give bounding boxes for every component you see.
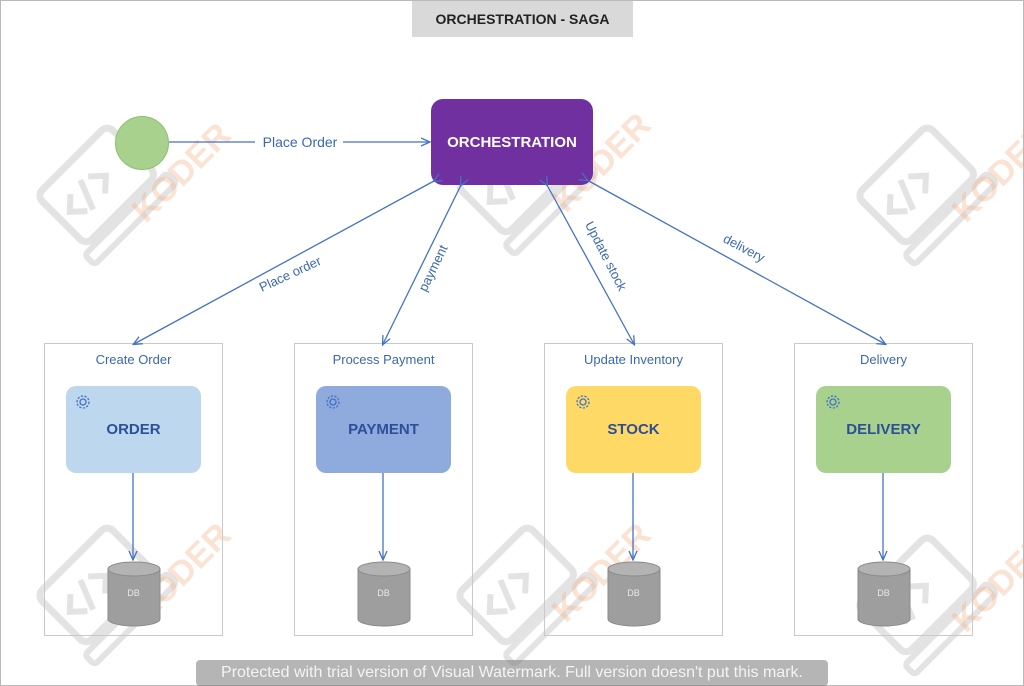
db-label: DB — [627, 588, 640, 598]
db-label: DB — [377, 588, 390, 598]
lane-caption: Delivery — [860, 352, 907, 367]
trial-watermark-notice: Protected with trial version of Visual W… — [196, 660, 828, 686]
service-label: ORDER — [106, 421, 161, 438]
lane-delivery: Delivery DELIVERY DB — [794, 343, 973, 636]
lane-caption: Update Inventory — [583, 352, 683, 367]
edge-orchestrator-order — [134, 181, 434, 344]
service-delivery[interactable]: DELIVERY — [816, 386, 951, 473]
start-node[interactable] — [115, 116, 169, 170]
database-cylinder-icon — [607, 561, 661, 627]
database-cylinder-icon — [107, 561, 161, 627]
service-order[interactable]: ORDER — [66, 386, 201, 473]
edge-label-place-order-main: Place Order — [263, 134, 338, 150]
orchestrator-node[interactable]: ORCHESTRATION — [431, 99, 593, 185]
edge-orchestrator-delivery — [587, 180, 885, 344]
gear-icon — [326, 395, 340, 409]
service-label: PAYMENT — [348, 421, 419, 438]
diagram-title: ORCHESTRATION - SAGA — [412, 1, 633, 37]
edge-label-delivery: delivery — [721, 231, 768, 266]
lane-update-inventory: Update Inventory STOCK DB — [544, 343, 723, 636]
database-cylinder-icon — [857, 561, 911, 627]
service-stock[interactable]: STOCK — [566, 386, 701, 473]
lane-caption: Process Payment — [332, 352, 435, 367]
edge-label-update-stock: Update stock — [582, 219, 630, 294]
service-label: DELIVERY — [846, 421, 921, 438]
diagram-title-text: ORCHESTRATION - SAGA — [435, 11, 610, 27]
database-cylinder-icon — [357, 561, 411, 627]
lane-caption: Create Order — [95, 352, 172, 367]
edge-orchestrator-stock — [547, 185, 634, 344]
lane-create-order: Create Order ORDER DB — [44, 343, 223, 636]
lane-process-payment: Process Payment PAYMENT DB — [294, 343, 473, 636]
gear-icon — [576, 395, 590, 409]
gear-icon — [826, 395, 840, 409]
service-payment[interactable]: PAYMENT — [316, 386, 451, 473]
db-label: DB — [127, 588, 140, 598]
service-label: STOCK — [607, 421, 660, 438]
db-label: DB — [877, 588, 890, 598]
orchestrator-label: ORCHESTRATION — [447, 133, 577, 151]
gear-icon — [76, 395, 90, 409]
edge-orchestrator-payment — [383, 185, 461, 344]
